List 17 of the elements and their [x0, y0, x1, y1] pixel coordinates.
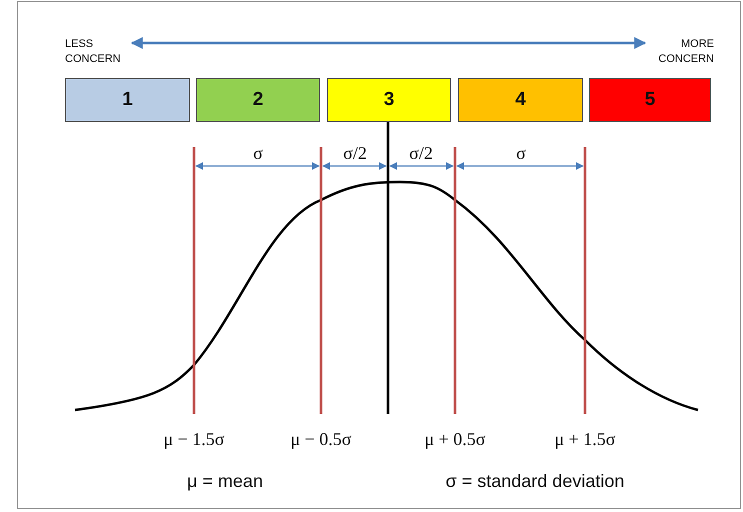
rating-box: 5	[589, 78, 711, 122]
dimension-label: σ	[516, 143, 526, 164]
rating-box: 4	[458, 78, 583, 122]
dimension-label: σ/2	[343, 143, 367, 164]
axis-label: μ + 1.5σ	[554, 429, 616, 450]
axis-label: μ − 1.5σ	[164, 429, 224, 450]
rating-box: 3	[327, 78, 451, 122]
definition-note: σ = standard deviation	[446, 471, 624, 492]
rating-box: 2	[196, 78, 320, 122]
rating-box: 1	[65, 78, 190, 122]
axis-label: μ − 0.5σ	[290, 429, 352, 450]
dimension-label: σ/2	[409, 143, 433, 164]
definition-note: μ = mean	[187, 471, 263, 492]
axis-label: μ + 0.5σ	[424, 429, 486, 450]
scale-end-label: MORE CONCERN	[657, 37, 714, 67]
dimension-label: σ	[253, 143, 263, 164]
scale-end-label: LESS CONCERN	[65, 37, 122, 67]
